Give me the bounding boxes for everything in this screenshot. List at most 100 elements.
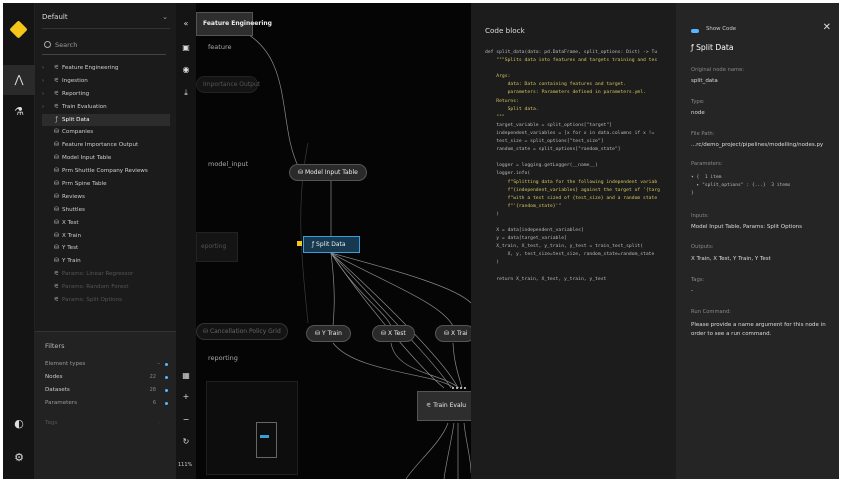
function-icon: ƒ bbox=[312, 241, 317, 248]
filters-panel: Filters Element types – Nodes 22 Dataset… bbox=[35, 331, 176, 479]
modular-pipeline-icon: ⚟ bbox=[53, 89, 60, 97]
tree-item-label: Prm Shuttle Company Reviews bbox=[62, 168, 148, 175]
tree-item[interactable]: ⛁Model Input Table bbox=[42, 152, 176, 165]
tree-item[interactable]: ⛁X Train bbox=[42, 230, 176, 243]
tree-item[interactable]: ⛁Shuttles bbox=[42, 204, 176, 217]
filter-row-nodes[interactable]: Nodes 22 bbox=[45, 372, 170, 382]
tree-item[interactable]: ›⚟Train Evaluation bbox=[42, 101, 176, 114]
node-reporting[interactable]: eporting bbox=[196, 232, 238, 262]
search-icon bbox=[44, 41, 51, 48]
tree-item[interactable]: ⚟Params: Random Forest bbox=[42, 281, 176, 294]
tree-item[interactable]: ⛁Y Test bbox=[42, 242, 176, 255]
type-value: node bbox=[691, 110, 705, 116]
global-nav: ⋀ ⚗ ◐ ⚙ bbox=[3, 3, 35, 479]
edge bbox=[452, 342, 463, 389]
tree-item[interactable]: ⛁X Test bbox=[42, 217, 176, 230]
export-icon[interactable]: ⤓ bbox=[184, 88, 188, 97]
search-input[interactable]: Search bbox=[42, 41, 166, 55]
edge bbox=[443, 422, 455, 479]
code-line: X = data[independent_variables] bbox=[485, 228, 584, 234]
layer-label-reporting: reporting bbox=[208, 354, 238, 362]
filter-element-types-label: Element types bbox=[45, 361, 86, 367]
tree-item[interactable]: ⛁Reviews bbox=[42, 191, 176, 204]
filter-label: Datasets bbox=[45, 387, 70, 393]
reset-zoom-icon[interactable]: ↻ bbox=[182, 437, 190, 446]
pipeline-graph[interactable]: Feature Engineering feature Importance O… bbox=[196, 3, 471, 479]
pipeline-select[interactable]: Default ⌄ bbox=[42, 13, 170, 29]
node-feature-engineering[interactable]: Feature Engineering bbox=[196, 12, 272, 36]
tree-item[interactable]: ⚟Params: Split Options bbox=[42, 294, 176, 307]
filter-row-parameters[interactable]: Parameters 6 bbox=[45, 398, 170, 408]
inputs-value: Model Input Table, Params: Split Options bbox=[691, 224, 803, 230]
close-icon[interactable]: ✕ bbox=[822, 22, 831, 33]
code-line: random_state = split_options["random_sta… bbox=[485, 147, 621, 153]
dataset-icon: ⛁ bbox=[53, 257, 60, 265]
node-cancellation-policy-grid[interactable]: ⛁ Cancellation Policy Grid bbox=[196, 323, 288, 340]
node-x-test[interactable]: ⛁ X Test bbox=[372, 325, 415, 342]
node-x-train[interactable]: ⛁ X Trai bbox=[435, 325, 471, 342]
tree-item[interactable]: ⚟Params: Linear Regressor bbox=[42, 268, 176, 281]
filter-row-datasets[interactable]: Datasets 28 bbox=[45, 385, 170, 395]
code-panel-title: Code block bbox=[485, 26, 525, 35]
edge-arrow bbox=[452, 387, 454, 389]
edge bbox=[330, 252, 471, 304]
node-train-evaluation[interactable]: ⚟ Train Evalu bbox=[417, 391, 471, 421]
filter-dot-icon bbox=[165, 401, 168, 405]
tree-item[interactable]: ⛁Feature Importance Output bbox=[42, 139, 176, 152]
minimap[interactable] bbox=[206, 381, 298, 475]
node-split-data[interactable]: ƒ Split Data bbox=[303, 236, 360, 253]
code-line: """Splits data into features and targets… bbox=[485, 58, 658, 64]
tree-item[interactable]: ›⚟Ingestion bbox=[42, 75, 176, 88]
layer-label-feature: feature bbox=[208, 43, 232, 51]
node-label: Split Data bbox=[316, 241, 346, 248]
tree-item-label: Y Train bbox=[62, 258, 81, 265]
theme-toggle-icon[interactable]: ◐ bbox=[14, 417, 24, 430]
chevron-right-icon[interactable]: › bbox=[42, 77, 44, 84]
filters-heading: Filters bbox=[45, 342, 65, 350]
code-line: f"{independent_variables} against the ta… bbox=[485, 187, 660, 193]
filter-element-types[interactable]: Element types – bbox=[45, 359, 170, 369]
code-line: """ bbox=[485, 114, 505, 120]
show-code-toggle[interactable] bbox=[691, 29, 699, 33]
chevron-right-icon[interactable]: › bbox=[42, 90, 44, 97]
tree-item[interactable]: ⛁Companies bbox=[42, 126, 176, 139]
edge bbox=[330, 252, 392, 327]
minimap-viewport[interactable] bbox=[256, 422, 277, 458]
experiment-flask-icon[interactable]: ⚗ bbox=[14, 105, 24, 118]
tree-item-label: Feature Engineering bbox=[62, 65, 119, 71]
collapse-sidebar-icon[interactable]: « bbox=[183, 19, 189, 28]
node-importance-output[interactable]: Importance Output bbox=[196, 76, 260, 93]
code-line: target_variable = split_options["target"… bbox=[485, 122, 612, 128]
zoom-out-icon[interactable]: − bbox=[182, 415, 190, 424]
minimap-icon[interactable]: ▦ bbox=[182, 371, 190, 380]
filter-tags[interactable]: Tags › bbox=[45, 418, 170, 428]
layers-icon[interactable]: ◉ bbox=[182, 65, 190, 74]
dataset-icon: ⛁ bbox=[53, 128, 60, 136]
edge bbox=[463, 422, 471, 474]
chevron-right-icon[interactable]: › bbox=[42, 65, 44, 71]
filter-dot-icon bbox=[165, 362, 168, 366]
edge-arrow bbox=[464, 387, 466, 389]
dataset-icon: ⛁ bbox=[53, 154, 60, 162]
code-line: return X_train, X_test, y_train, y_test bbox=[485, 276, 607, 282]
tree-item[interactable]: ⛁Prm Shuttle Company Reviews bbox=[42, 165, 176, 178]
type-label: Type: bbox=[691, 99, 705, 105]
settings-gear-icon[interactable]: ⚙ bbox=[14, 451, 24, 464]
zoom-in-icon[interactable]: + bbox=[182, 392, 190, 401]
chevron-right-icon[interactable]: › bbox=[42, 103, 44, 110]
tree-item-label: Companies bbox=[62, 129, 94, 136]
label-toggle-icon[interactable]: ▣ bbox=[182, 43, 190, 52]
node-y-train[interactable]: ⛁ Y Train bbox=[306, 325, 351, 342]
parameters-line[interactable]: ▸ "split_options" : {...} 3 items bbox=[691, 183, 791, 188]
tree-item-label: Shuttles bbox=[62, 206, 85, 213]
flowchart-icon[interactable]: ⋀ bbox=[3, 65, 35, 95]
tree-item[interactable]: ›⚟Reporting bbox=[42, 88, 176, 101]
node-model-input-table[interactable]: ⛁ Model Input Table bbox=[289, 164, 367, 181]
tree-item[interactable]: ›⚟Feature Engineering bbox=[42, 62, 176, 75]
node-label: Y Train bbox=[321, 330, 342, 337]
parameters-line[interactable]: ▾ { 1 item bbox=[691, 175, 722, 180]
edge bbox=[330, 252, 452, 389]
tree-item[interactable]: ⛁Prm Spine Table bbox=[42, 178, 176, 191]
tree-item[interactable]: ⛁Y Train bbox=[42, 255, 176, 268]
